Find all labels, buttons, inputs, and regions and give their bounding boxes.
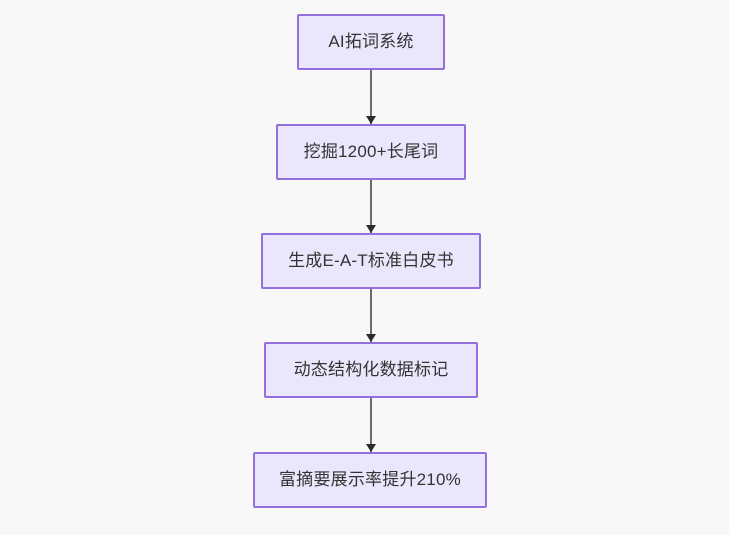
flow-node-label: AI拓词系统 — [328, 31, 414, 51]
flow-node-label: 生成E-A-T标准白皮书 — [288, 250, 454, 270]
arrowhead-icon — [366, 444, 376, 452]
arrowhead-icon — [366, 116, 376, 124]
edge-line — [370, 398, 372, 452]
flow-node-rich-snippet-impression-lift[interactable]: 富摘要展示率提升210% — [253, 452, 487, 508]
arrowhead-icon — [366, 225, 376, 233]
edge-line — [370, 180, 372, 233]
flow-node-dynamic-structured-data-markup[interactable]: 动态结构化数据标记 — [264, 342, 478, 398]
edge-line — [370, 289, 372, 342]
flow-node-mine-longtail-keywords[interactable]: 挖掘1200+长尾词 — [276, 124, 466, 180]
flow-node-label: 挖掘1200+长尾词 — [303, 141, 439, 161]
flow-node-label: 动态结构化数据标记 — [293, 359, 449, 379]
edge-line — [370, 70, 372, 124]
arrowhead-icon — [366, 334, 376, 342]
flow-node-generate-eat-whitepaper[interactable]: 生成E-A-T标准白皮书 — [261, 233, 481, 289]
flow-node-label: 富摘要展示率提升210% — [279, 469, 461, 489]
flow-node-ai-keyword-system[interactable]: AI拓词系统 — [297, 14, 445, 70]
